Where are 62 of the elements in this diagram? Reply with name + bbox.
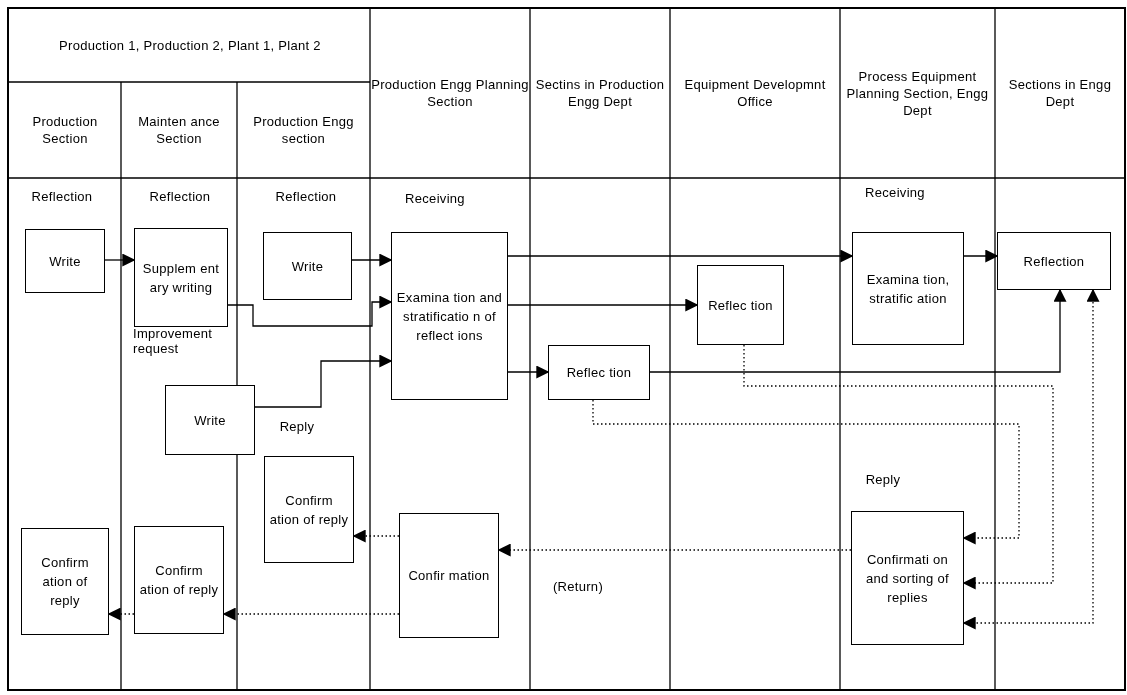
box-text: Examina tion and stratificatio n of reflect ions [396, 288, 503, 345]
process-box [391, 232, 508, 400]
column-header: Sectins in Production Engg Dept [534, 76, 666, 111]
arrow [254, 354, 393, 408]
arrow [649, 288, 1067, 373]
arrow [222, 607, 400, 621]
box-text: Confirm ation of reply [40, 554, 90, 610]
process-box [852, 232, 964, 345]
process-box [399, 513, 499, 638]
arrow [507, 298, 699, 312]
arrow [743, 344, 1054, 590]
column-header: Production Engg section [252, 113, 355, 148]
arrow [963, 249, 999, 263]
lane-note: Reflection [30, 187, 94, 206]
arrow [592, 399, 1020, 545]
box-text: Confir mation [408, 567, 490, 585]
column-header: Process Equipment Planning Section, Engg Dept [845, 67, 990, 120]
arrow [507, 249, 854, 263]
box-text: Reflec tion [708, 296, 773, 315]
lane-note: Reflection [148, 187, 212, 206]
column-header: Mainten ance Section [137, 113, 221, 148]
arrow [497, 543, 852, 557]
process-box [134, 228, 228, 327]
process-box [851, 511, 964, 645]
process-box [25, 229, 105, 293]
lane-note: Receiving [864, 183, 926, 202]
column-header: Production 1, Production 2, Plant 1, Plant 2 [58, 36, 322, 55]
box-text: Confirm ation of reply [269, 491, 349, 529]
box-text: Reflection [1023, 252, 1085, 271]
arrow [962, 288, 1100, 630]
box-text: Confirmati on and sorting of replies [865, 550, 950, 607]
process-box [264, 456, 354, 563]
column-header: Sections in Engg Dept [1007, 76, 1113, 111]
arrow [507, 365, 550, 379]
arrow [351, 253, 393, 267]
lane-note: Reflection [274, 187, 338, 206]
box-text: Examina tion, stratific ation [865, 270, 951, 308]
lane-note: (Return) [551, 577, 605, 596]
process-box [165, 385, 255, 455]
box-text: Confirm ation of reply [139, 562, 219, 599]
box-text: Write [194, 411, 226, 430]
box-text: Supplem ent ary writing [141, 259, 221, 297]
lane-note: Receiving [404, 189, 466, 208]
lane-note: Improvement request [133, 325, 214, 357]
box-text: Write [49, 252, 81, 271]
process-box [134, 526, 224, 634]
column-header: Production Section [31, 113, 99, 148]
process-box [997, 232, 1111, 290]
arrow [107, 607, 135, 621]
arrow [352, 529, 400, 543]
box-text: Write [291, 257, 324, 276]
lane-note: Reply [278, 417, 316, 436]
process-box [548, 345, 650, 400]
box-text: Reflec tion [566, 364, 632, 382]
lane-note: Reply [864, 470, 902, 489]
process-box [263, 232, 352, 300]
process-box [697, 265, 784, 345]
process-box [21, 528, 109, 635]
arrow [227, 295, 393, 327]
column-header: Equipment Developmnt Office [683, 76, 827, 111]
column-header: Production Engg Planning Section [370, 76, 530, 111]
arrow [104, 253, 136, 267]
